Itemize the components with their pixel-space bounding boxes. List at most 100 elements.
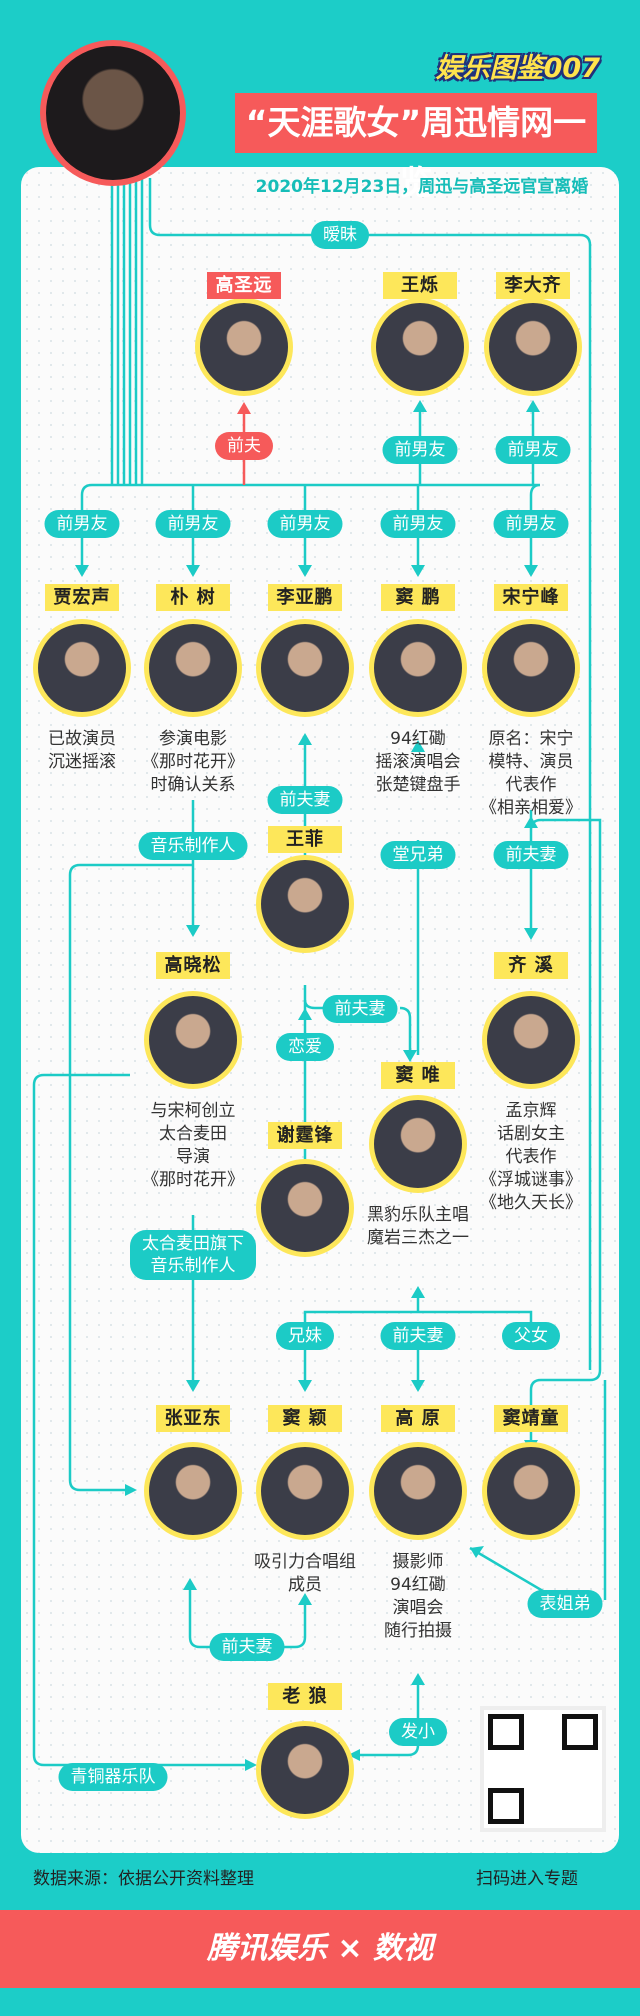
person-photo bbox=[256, 855, 354, 953]
person-photo bbox=[256, 1442, 354, 1540]
description-line: 黑豹乐队主唱 bbox=[367, 1205, 469, 1225]
page-title: “天涯歌女”周迅情网一览 bbox=[235, 93, 597, 202]
person-description: 94红磡摇滚演唱会张楚键盘手 bbox=[363, 728, 473, 797]
person-photo bbox=[144, 619, 242, 717]
person-description: 吸引力合唱组成员 bbox=[250, 1551, 360, 1597]
description-line: 吸引力合唱组 bbox=[254, 1552, 356, 1572]
relation-label: 前夫妻 bbox=[279, 790, 331, 810]
description-line: 《那时花开》 bbox=[142, 1170, 244, 1190]
person-name-label: 高晓松 bbox=[156, 952, 230, 979]
description-line: 演唱会 bbox=[392, 1598, 444, 1618]
relation-pill: 前男友 bbox=[382, 436, 458, 464]
series-logo: 娱乐图鉴007 bbox=[435, 53, 600, 84]
person-photo bbox=[144, 991, 242, 1089]
description-line: 《那时花开》 bbox=[142, 752, 244, 772]
description-line: 摇滚演唱会 bbox=[375, 752, 461, 772]
relation-pill: 前夫 bbox=[215, 432, 273, 460]
person-name-label: 王烁 bbox=[383, 272, 457, 299]
description-line: 94红磡 bbox=[390, 729, 446, 749]
relation-label: 前男友 bbox=[505, 514, 557, 534]
description-line: 参演电影 bbox=[159, 729, 227, 749]
relation-pill: 堂兄弟 bbox=[380, 841, 456, 869]
description-line: 94红磡 bbox=[390, 1575, 446, 1595]
description-line: 《相亲相爱》 bbox=[480, 798, 582, 818]
relation-pill: 前夫妻 bbox=[322, 995, 398, 1023]
person-name-label: 老 狼 bbox=[268, 1683, 342, 1710]
person-name-label: 李亚鹏 bbox=[268, 584, 342, 611]
description-line: 模特、演员 bbox=[488, 752, 574, 772]
relation-label: 前男友 bbox=[394, 440, 446, 460]
relation-pill: 表姐弟 bbox=[527, 1590, 603, 1618]
relation-pill: 青铜器乐队 bbox=[58, 1763, 168, 1791]
person-description: 参演电影《那时花开》时确认关系 bbox=[138, 728, 248, 797]
description-line: 导演 bbox=[176, 1147, 210, 1167]
relation-pill: 音乐制作人 bbox=[138, 832, 248, 860]
relation-label: 前夫妻 bbox=[334, 999, 386, 1019]
relation-pill: 兄妹 bbox=[276, 1322, 334, 1350]
person-name-label: 高 原 bbox=[381, 1405, 455, 1432]
person-name-label: 贾宏声 bbox=[45, 584, 119, 611]
person-name-label: 朴 树 bbox=[156, 584, 230, 611]
relation-label: 前男友 bbox=[392, 514, 444, 534]
relation-pill: 前夫妻 bbox=[380, 1322, 456, 1350]
person-photo bbox=[484, 298, 582, 396]
description-line: 随行拍摄 bbox=[384, 1621, 452, 1641]
person-name-label: 窦 唯 bbox=[381, 1062, 455, 1089]
relation-label: 太合麦田旗下 bbox=[142, 1234, 244, 1254]
description-line: 代表作 bbox=[505, 1147, 557, 1167]
person-name-label: 窦 鹏 bbox=[381, 584, 455, 611]
relation-label: 兄妹 bbox=[288, 1326, 322, 1346]
person-photo bbox=[144, 1442, 242, 1540]
person-description: 已故演员沉迷摇滚 bbox=[27, 728, 137, 774]
center-avatar-zhou-xun bbox=[40, 40, 186, 186]
description-line: 《浮城谜事》 bbox=[480, 1170, 582, 1190]
description-line: 沉迷摇滚 bbox=[48, 752, 116, 772]
person-name-label: 高圣远 bbox=[207, 272, 281, 299]
relation-label: 前男友 bbox=[56, 514, 108, 534]
person-photo bbox=[369, 1442, 467, 1540]
relation-label: 表姐弟 bbox=[539, 1594, 591, 1614]
person-name-label: 张亚东 bbox=[156, 1405, 230, 1432]
description-line: 摄影师 bbox=[392, 1552, 444, 1572]
relation-pill: 暧昧 bbox=[311, 221, 369, 249]
relation-pill: 前夫妻 bbox=[209, 1633, 285, 1661]
relation-label: 前夫 bbox=[227, 436, 261, 456]
person-description: 摄影师 94红磡演唱会随行拍摄 bbox=[363, 1551, 473, 1643]
person-name-label: 谢霆锋 bbox=[268, 1122, 342, 1149]
person-photo bbox=[256, 619, 354, 717]
person-photo bbox=[369, 1095, 467, 1193]
person-photo bbox=[482, 991, 580, 1089]
relation-label: 父女 bbox=[514, 1326, 548, 1346]
person-photo bbox=[195, 298, 293, 396]
description-line: 魔岩三杰之一 bbox=[367, 1228, 469, 1248]
person-photo bbox=[369, 619, 467, 717]
relation-label: 前夫妻 bbox=[392, 1326, 444, 1346]
relation-pill: 前夫妻 bbox=[267, 786, 343, 814]
relation-pill: 发小 bbox=[389, 1718, 447, 1746]
relation-pill: 前男友 bbox=[493, 510, 569, 538]
person-description: 孟京辉话剧女主代表作《浮城谜事》《地久天长》 bbox=[476, 1100, 586, 1215]
relation-pill: 前男友 bbox=[155, 510, 231, 538]
person-photo bbox=[371, 298, 469, 396]
relation-pill: 前男友 bbox=[380, 510, 456, 538]
qr-code[interactable] bbox=[480, 1706, 606, 1832]
relation-pill: 恋爱 bbox=[276, 1033, 334, 1061]
relation-label: 前夫妻 bbox=[505, 845, 557, 865]
relation-label: 恋爱 bbox=[288, 1037, 322, 1057]
relation-label: 发小 bbox=[401, 1722, 435, 1742]
relation-label: 前男友 bbox=[507, 440, 559, 460]
relation-label: 暧昧 bbox=[323, 225, 357, 245]
description-line: 张楚键盘手 bbox=[375, 775, 461, 795]
description-line: 成员 bbox=[288, 1575, 322, 1595]
relation-label: 堂兄弟 bbox=[392, 845, 444, 865]
person-photo bbox=[482, 1442, 580, 1540]
person-photo bbox=[33, 619, 131, 717]
person-name-label: 窦靖童 bbox=[494, 1405, 568, 1432]
relation-pill: 太合麦田旗下音乐制作人 bbox=[130, 1230, 256, 1280]
relation-label: 前男友 bbox=[167, 514, 219, 534]
person-name-label: 窦 颖 bbox=[268, 1405, 342, 1432]
person-name-label: 李大齐 bbox=[496, 272, 570, 299]
qr-hint: 扫码进入专题 bbox=[476, 1869, 578, 1889]
person-description: 黑豹乐队主唱魔岩三杰之一 bbox=[363, 1204, 473, 1250]
description-line: 《地久天长》 bbox=[480, 1193, 582, 1213]
